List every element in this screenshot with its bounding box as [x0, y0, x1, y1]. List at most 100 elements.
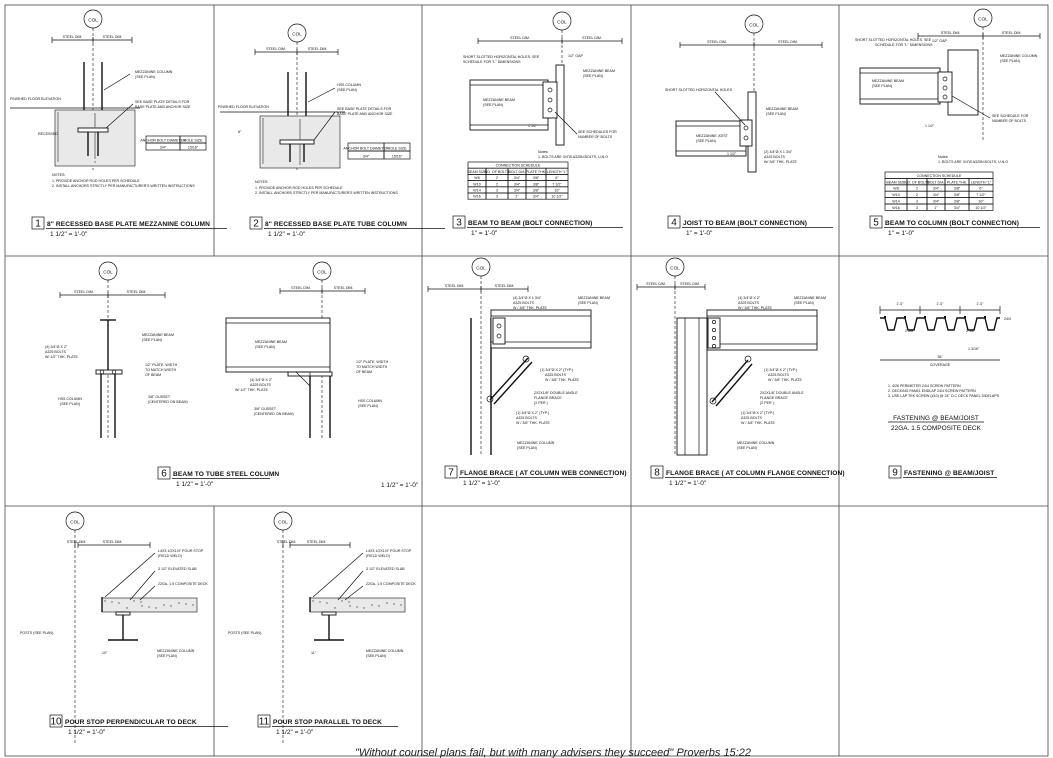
callout-label: SCHEDULE FOR "L" DIMENSIONS: [463, 60, 521, 64]
callout-label: A325 BOLTS: [738, 301, 760, 305]
deck-profile: [880, 317, 1000, 331]
aggregate-dot: [126, 607, 128, 609]
notes-title: NOTES:: [255, 180, 268, 184]
callout-label: MEZZANINE BEAM: [483, 98, 515, 102]
callout-label: (CENTERED ON BEAM): [254, 412, 294, 416]
callout-label: 3 1/2" ELEVATED SLAB: [158, 567, 197, 571]
callout-label: POSTS (SEE PLAN): [20, 631, 53, 635]
leader: [129, 570, 156, 601]
callout-label: NUMBER OF BOLTS: [578, 135, 613, 139]
table-cell-text: 10": [978, 200, 984, 204]
aggregate-dot: [262, 150, 264, 152]
aggregate-dot: [299, 157, 301, 159]
steel-dim-label: STEEL DIM.: [680, 282, 700, 286]
aggregate-dot: [94, 137, 96, 139]
callout-label: 2X2X1/8" DOUBLE ANGLE: [760, 391, 804, 395]
callout-label: (1) 3/4"Ø X 2" (TYP.): [516, 411, 549, 415]
leader: [105, 103, 134, 129]
detail-title: BEAM TO COLUMN (BOLT CONNECTION): [885, 220, 1019, 227]
callout-label: SEE BASE PLATE DETAILS FOR: [135, 100, 190, 104]
flange-brace: [711, 359, 749, 403]
table-cell-text: 3/8": [954, 187, 961, 191]
aggregate-dot: [299, 119, 301, 121]
aggregate-dot: [94, 155, 96, 157]
aggregate-dot: [299, 129, 301, 131]
aggregate-dot: [349, 605, 351, 607]
leader: [344, 585, 364, 601]
aggregate-dot: [94, 117, 96, 119]
aggregate-dot: [378, 605, 380, 607]
screw-mark: [884, 316, 886, 318]
bolt: [99, 369, 105, 375]
aggregate-dot: [57, 118, 59, 120]
table-cell-text: 3: [916, 206, 918, 210]
sub-title: FASTENING @ BEAM/JOIST: [893, 415, 979, 422]
callout-label: L4X3 1/2X1/4" POUR STOP: [158, 549, 204, 553]
aggregate-dot: [312, 600, 314, 602]
callout-label: BASE PLATE AND ANCHOR SIZE: [337, 112, 393, 116]
table-cell-text: 2: [496, 182, 498, 186]
detail-scale: 1 1/2" = 1'-0": [268, 231, 306, 238]
brace-bolt: [486, 395, 494, 403]
callout-label: A325 BOLTS: [250, 383, 272, 387]
callout-label: W / 3/8" THK. PLATE: [741, 421, 775, 425]
aggregate-dot: [262, 142, 264, 144]
aggregate-dot: [163, 604, 165, 606]
aggregate-dot: [57, 148, 59, 150]
detail-number: 7: [448, 468, 454, 479]
table-cell-text: 3: [496, 195, 498, 199]
aggregate-dot: [299, 137, 301, 139]
bolt: [712, 344, 716, 348]
aggregate-dot: [371, 604, 373, 606]
callout-label: A325 BOLTS: [545, 373, 567, 377]
steel-dim-label: STEEL DIM.: [1002, 31, 1022, 35]
floor-elevation-label: FINISHED FLOOR ELEVATION: [10, 97, 61, 101]
detail-title: FLANGE BRACE ( AT COLUMN WEB CONNECTION): [460, 470, 627, 477]
aggregate-dot: [57, 156, 59, 158]
callout-label: 1/2" PLATE. WIDTH: [145, 363, 178, 367]
notes-title: Notes:: [538, 150, 548, 154]
aggregate-dot: [94, 141, 96, 143]
detail-number: 4: [671, 218, 677, 229]
table-cell-text: 3/4": [533, 195, 540, 199]
detail-number-box: [157, 466, 171, 480]
screw-mark: [924, 316, 926, 318]
aggregate-dot: [57, 152, 59, 154]
dim-label: 1'-0": [896, 302, 904, 306]
aggregate-dot: [111, 601, 113, 603]
aggregate-dot: [57, 112, 59, 114]
dim-label: 1 1/2": [528, 124, 538, 128]
dim-label: 8": [238, 130, 242, 134]
detail-number: 11: [259, 717, 270, 728]
callout-label: W/ 1/2" THK. PLATE: [235, 388, 268, 392]
aggregate-dot: [262, 158, 264, 160]
table-cell-text: W16: [473, 195, 480, 199]
callout-label: POSTS (SEE PLAN): [228, 631, 261, 635]
detail-number-box: [869, 215, 883, 229]
aggregate-dot: [262, 138, 264, 140]
table-cell-text: 7 1/2": [552, 182, 562, 186]
callout-label: MEZZANINE COLUMN: [517, 441, 555, 445]
callout-label: L4X3 1/2X1/4" POUR STOP: [366, 549, 412, 553]
callout-label: (4) 3/4"Ø X 2": [250, 378, 273, 382]
detail-number-box: [444, 465, 458, 479]
floor-elevation-label: FINISHED FLOOR ELEVATION: [218, 105, 269, 109]
bolt: [942, 94, 948, 100]
callout-label: (SEE PLAN): [794, 301, 814, 305]
aggregate-dot: [94, 151, 96, 153]
screw-mark: [944, 316, 946, 318]
col-grid-label: COL: [749, 23, 759, 28]
leader: [714, 91, 746, 126]
steel-dim-label: STEEL DIM.: [291, 286, 311, 290]
table-cell-text: 3/8": [954, 200, 961, 204]
bolt: [111, 369, 117, 375]
table-cell-text: 3/4": [954, 206, 961, 210]
aggregate-dot: [262, 130, 264, 132]
aggregate-dot: [299, 135, 301, 137]
aggregate-dot: [299, 123, 301, 125]
callout-label: MEZZANINE BEAM: [766, 107, 798, 111]
aggregate-dot: [57, 136, 59, 138]
detail-scale: 1 1/2" = 1'-0": [669, 480, 707, 487]
bolt: [712, 320, 716, 324]
table-cell-text: 3: [496, 189, 498, 193]
